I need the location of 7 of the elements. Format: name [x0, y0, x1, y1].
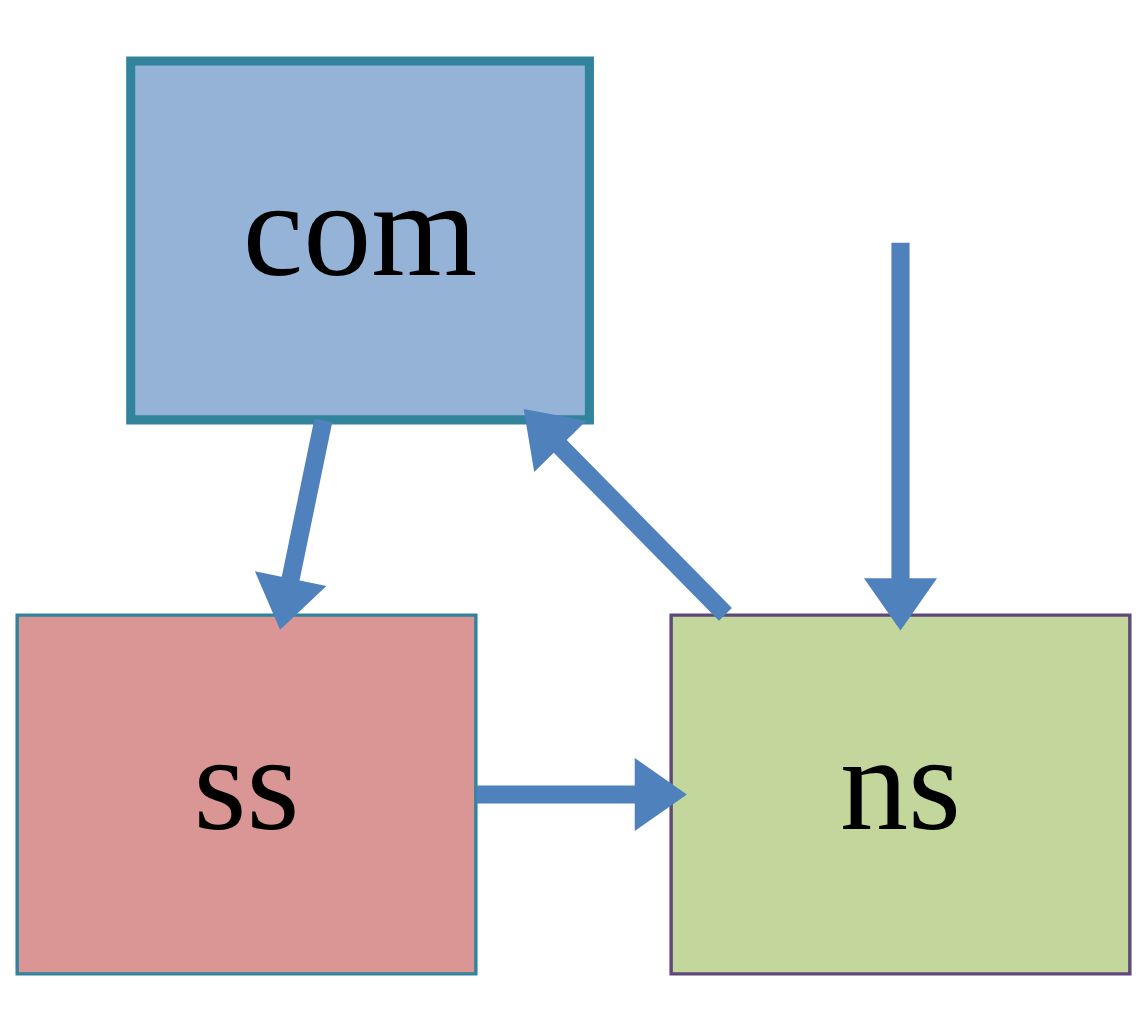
node-box: com	[126, 56, 594, 424]
arrow	[523, 408, 732, 621]
arrow	[254, 418, 333, 630]
arrow	[476, 757, 687, 831]
arrow	[863, 242, 937, 630]
node-box: ns	[669, 612, 1132, 976]
node-box: ss	[15, 612, 478, 976]
